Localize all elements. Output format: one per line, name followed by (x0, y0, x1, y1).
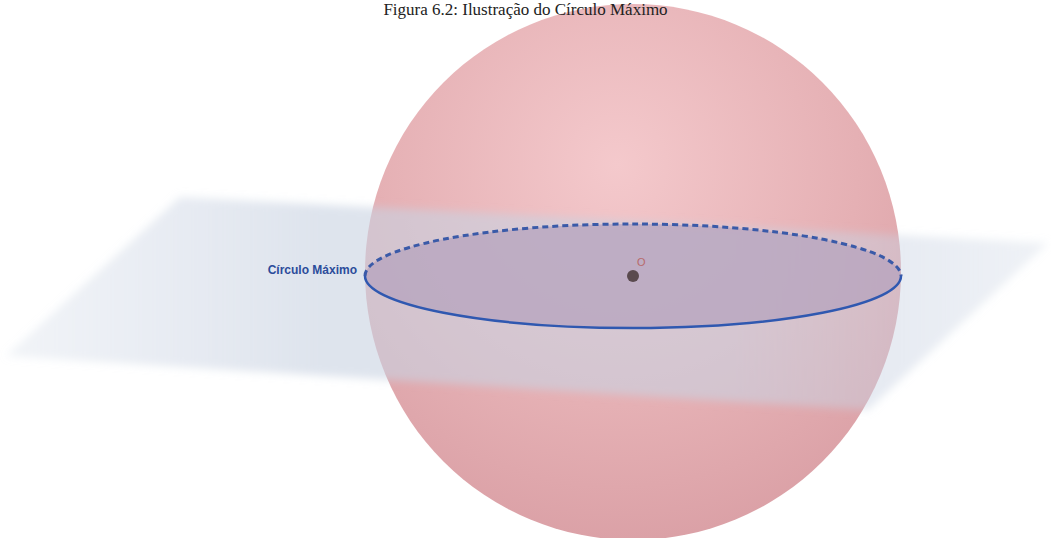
plane (6, 197, 1048, 410)
great-circle-disk (365, 224, 901, 328)
center-point (627, 270, 639, 282)
sphere (365, 4, 901, 538)
great-circle-back (365, 224, 901, 276)
great-circle-label: Círculo Máximo (268, 263, 357, 277)
center-label: O (637, 256, 646, 268)
figure-title: Figura 6.2: Ilustração do Círculo Máximo (0, 0, 1051, 20)
great-circle-front (365, 276, 901, 328)
